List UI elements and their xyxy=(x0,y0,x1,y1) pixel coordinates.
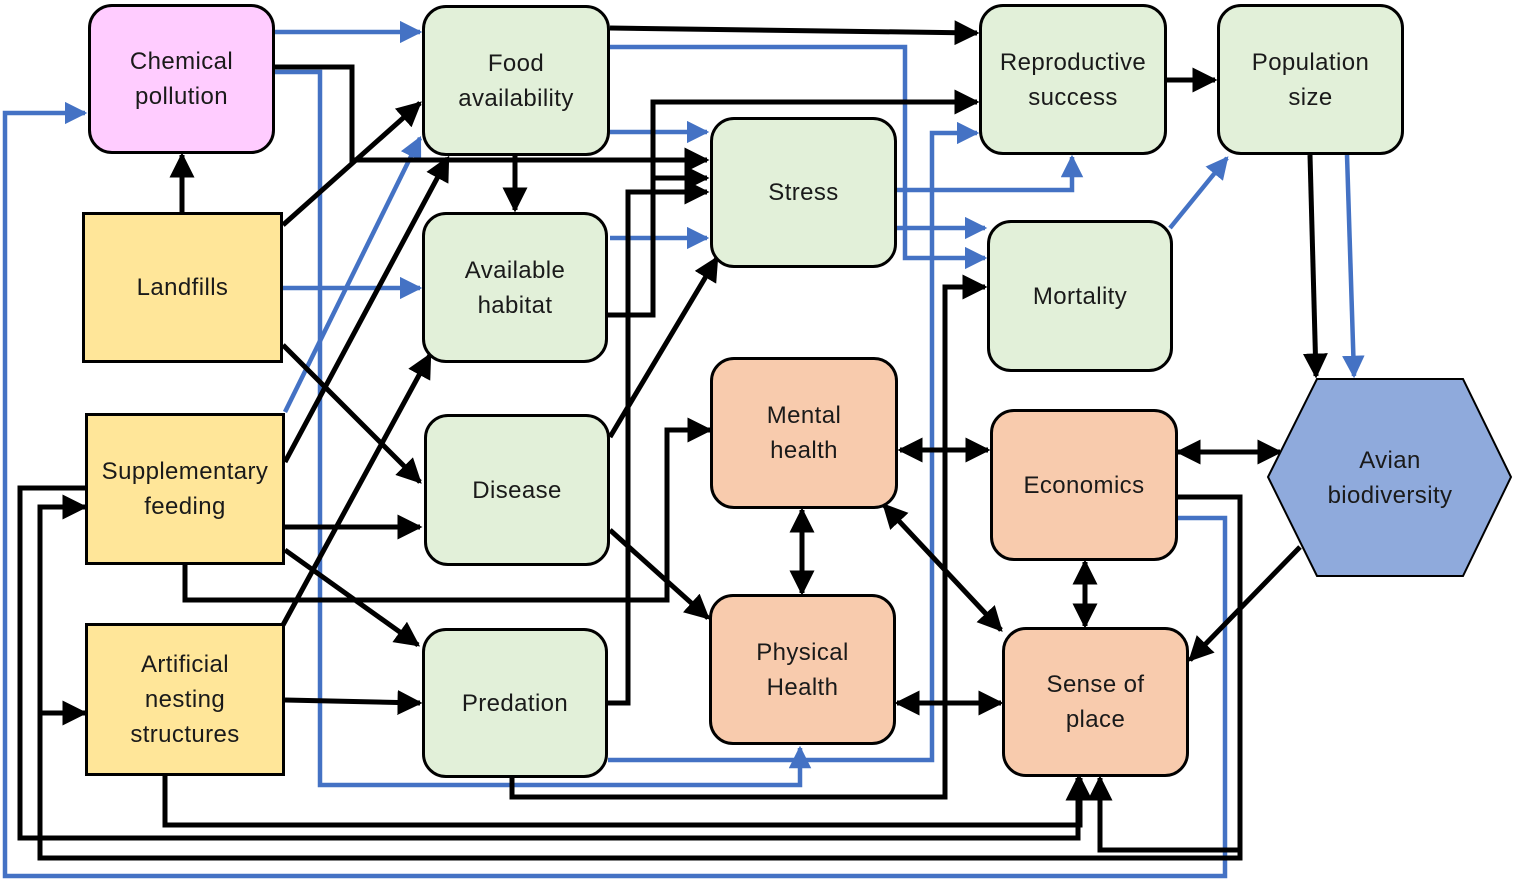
edge-food-to-reproduction xyxy=(609,20,980,46)
edge-nesting-to-sense-of-place xyxy=(162,775,1093,828)
edge-predation-to-stress xyxy=(608,179,710,706)
supplementary-feeding-node: Supplementary feeding xyxy=(85,413,285,565)
population-size-node: Population size xyxy=(1217,4,1404,155)
disease-node: Disease xyxy=(424,414,610,566)
landfills-node: Landfills xyxy=(82,212,283,363)
edge-mental-sense-of-place xyxy=(882,503,1003,632)
edge-pollution-to-physical-health xyxy=(275,69,812,788)
edge-supp-feeding-to-food xyxy=(282,135,423,413)
physical-health-node: Physical Health xyxy=(709,594,896,745)
chemical-pollution-node: Chemical pollution xyxy=(88,4,275,154)
mental-health-node: Mental health xyxy=(710,357,898,509)
sense-of-place-node: Sense of place xyxy=(1002,627,1189,777)
edge-population-to-avian-blue xyxy=(1342,154,1365,379)
edge-stress-to-reproduction xyxy=(897,154,1084,193)
edge-disease-to-physical-health xyxy=(608,528,710,620)
edge-pollution-to-stress xyxy=(275,64,710,173)
edge-landfills-to-food xyxy=(281,101,422,227)
edge-food-to-mortality xyxy=(610,44,988,270)
avian-biodiversity-hexagon xyxy=(1266,378,1513,577)
edge-habitat-to-reproduction xyxy=(608,165,710,318)
edge-population-to-avian xyxy=(1302,154,1328,379)
reproductive-success-node: Reproductive success xyxy=(979,4,1167,155)
edge-landfills-to-disease xyxy=(281,343,422,484)
available-habitat-node: Available habitat xyxy=(422,212,608,363)
edge-avian-to-sense-of-place xyxy=(1188,545,1302,662)
stress-node: Stress xyxy=(710,117,897,268)
predation-node: Predation xyxy=(422,628,608,778)
avian-biodiversity-label: Avian biodiversity xyxy=(1327,446,1453,509)
mortality-node: Mortality xyxy=(987,220,1173,372)
edge-disease-to-stress xyxy=(607,255,720,439)
edge-nesting-to-habitat xyxy=(280,352,433,627)
edge-supp-feeding-to-food xyxy=(282,155,451,464)
edge-nesting-to-predation xyxy=(284,690,423,715)
artificial-nesting-structures-node: Artificial nesting structures xyxy=(85,623,285,776)
edge-economics-to-pollution xyxy=(2,101,1228,879)
economics-node: Economics xyxy=(990,409,1178,561)
edge-mortality-to-population xyxy=(1168,156,1229,230)
food-availability-node: Food availability xyxy=(422,5,610,156)
edge-supp-feeding-to-mental-health xyxy=(182,417,713,603)
edge-economics-to-nesting xyxy=(1087,494,1243,853)
edge-predation-to-mortality xyxy=(509,274,988,800)
